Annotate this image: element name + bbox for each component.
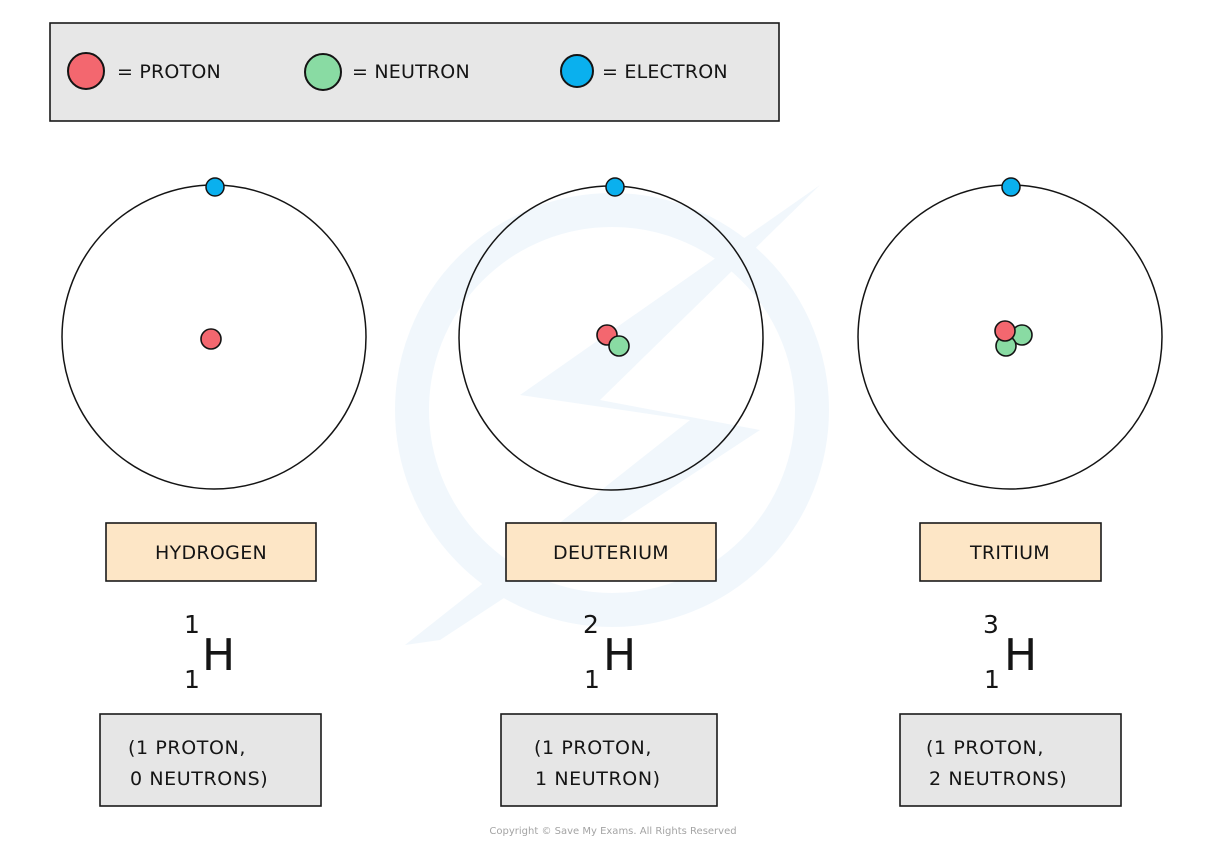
- element-symbol: H: [202, 630, 235, 681]
- electron-particle: [205, 177, 225, 197]
- composition-line-1: (1 PROTON,: [926, 737, 1044, 759]
- watermark-ring-icon: [395, 193, 829, 627]
- atomic-number: 1: [584, 665, 600, 694]
- isotope-name: DEUTERIUM: [553, 542, 669, 564]
- mass-number: 2: [583, 610, 599, 639]
- proton-particle: [994, 320, 1016, 342]
- name-box: [105, 522, 317, 582]
- composition-line-2: 2 NEUTRONS): [929, 768, 1067, 790]
- electron-particle: [605, 177, 625, 197]
- proton-particle: [200, 328, 222, 350]
- atom-hydrogen: [61, 177, 367, 490]
- atom-deuterium: [458, 177, 764, 491]
- info-box: [99, 713, 322, 807]
- composition-line-1: (1 PROTON,: [534, 737, 652, 759]
- mass-number: 3: [983, 610, 999, 639]
- legend-label-neutron: = NEUTRON: [352, 61, 470, 83]
- legend-label-electron: = ELECTRON: [602, 61, 728, 83]
- legend: = PROTON = NEUTRON = ELECTRON: [49, 22, 780, 122]
- name-label-deuterium: DEUTERIUM: [505, 522, 717, 582]
- nuclide-symbol-tritium: 3 1 H: [983, 610, 1037, 694]
- legend-item-electron: = ELECTRON: [560, 54, 728, 88]
- composition-deuterium: (1 PROTON, 1 NEUTRON): [500, 713, 718, 807]
- composition-line-2: 0 NEUTRONS): [130, 768, 268, 790]
- composition-line-2: 1 NEUTRON): [535, 768, 661, 790]
- name-box: [919, 522, 1102, 582]
- nuclide-symbol-deuterium: 2 1 H: [583, 610, 636, 694]
- legend-box: [49, 22, 780, 122]
- nuclide-symbol-hydrogen: 1 1 H: [184, 610, 235, 694]
- isotope-name: TRITIUM: [969, 542, 1050, 564]
- element-symbol: H: [603, 630, 636, 681]
- legend-item-proton: = PROTON: [67, 52, 221, 90]
- name-label-hydrogen: HYDROGEN: [105, 522, 317, 582]
- atom-tritium: [857, 177, 1163, 490]
- atomic-number: 1: [184, 665, 200, 694]
- composition-line-1: (1 PROTON,: [128, 737, 246, 759]
- watermark-logo: [395, 185, 829, 645]
- neutron-swatch-icon: [304, 53, 342, 91]
- legend-item-neutron: = NEUTRON: [304, 53, 470, 91]
- info-box: [500, 713, 718, 807]
- electron-swatch-icon: [560, 54, 594, 88]
- proton-swatch-icon: [67, 52, 105, 90]
- name-box: [505, 522, 717, 582]
- legend-label-proton: = PROTON: [117, 61, 221, 83]
- composition-hydrogen: (1 PROTON, 0 NEUTRONS): [99, 713, 322, 807]
- info-box: [899, 713, 1122, 807]
- neutron-particle: [608, 335, 630, 357]
- mass-number: 1: [184, 610, 200, 639]
- composition-tritium: (1 PROTON, 2 NEUTRONS): [899, 713, 1122, 807]
- isotope-name: HYDROGEN: [155, 542, 267, 564]
- copyright-notice: Copyright © Save My Exams. All Rights Re…: [489, 826, 736, 837]
- electron-particle: [1001, 177, 1021, 197]
- element-symbol: H: [1004, 630, 1037, 681]
- name-label-tritium: TRITIUM: [919, 522, 1102, 582]
- atomic-number: 1: [984, 665, 1000, 694]
